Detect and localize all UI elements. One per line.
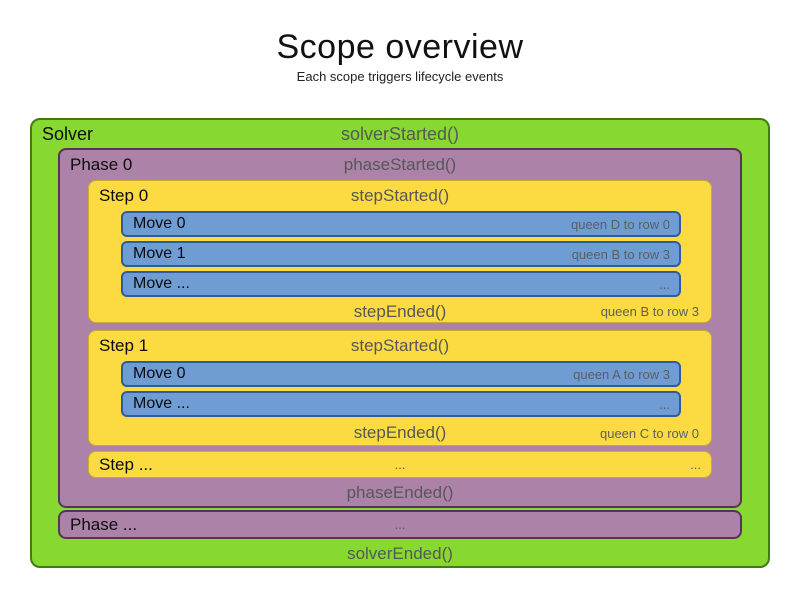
move-row: Move ... ... [121,391,681,417]
move-note: queen D to row 0 [570,216,670,232]
step-0-footer: stepEnded() queen B to row 3 [89,301,711,322]
solver-footer: solverEnded() [32,539,768,568]
phase-0-scope-box: Phase 0 phaseStarted() Step 0 stepStarte… [58,148,742,508]
solver-label: Solver [42,123,94,144]
page-subtitle: Each scope triggers lifecycle events [296,69,504,84]
move-note: queen A to row 3 [573,366,670,382]
solver-scope-box: Solver solverStarted() Phase 0 phaseStar… [30,118,770,568]
step-1-scope-box: Step 1 stepStarted() Move 0 queen A to r… [88,330,712,446]
step-1-footer: stepEnded() queen C to row 0 [89,421,711,445]
step-1-started-event: stepStarted() [350,336,450,355]
step-1-ended-note: queen C to row 0 [599,425,699,441]
phase-ended-event: phaseEnded() [346,483,454,502]
move-note: ... [659,276,670,292]
step-0-ended-note: queen B to row 3 [600,304,699,319]
move-note: ... [659,396,670,412]
move-note: queen B to row 3 [571,246,670,262]
phase-0-header: Phase 0 phaseStarted() [60,150,740,180]
phase-0-label: Phase 0 [70,155,133,174]
solver-ended-event: solverEnded() [347,543,453,563]
step-more-scope-box: Step ... ... ... [88,451,712,478]
move-label: Move 1 [133,245,186,262]
solver-started-event: solverStarted() [340,123,460,144]
move-label: Move 0 [133,365,186,382]
step-0-started-event: stepStarted() [350,186,450,205]
step-more-right-ellipsis: ... [690,457,701,472]
phase-more-center-ellipsis: ... [394,517,406,532]
step-0-label: Step 0 [99,186,149,205]
move-row: Move ... ... [121,271,681,297]
step-1-header: Step 1 stepStarted() [89,331,711,361]
step-more-label: Step ... [99,454,153,474]
move-label: Move ... [133,275,190,292]
solver-header: Solver solverStarted() [32,120,768,148]
phase-more-label: Phase ... [70,514,138,534]
phase-0-footer: phaseEnded() [60,478,740,508]
phase-more-scope-box: Phase ... ... [58,510,742,539]
step-0-header: Step 0 stepStarted() [89,181,711,211]
page-title: Scope overview [276,28,524,66]
move-row: Move 1 queen B to row 3 [121,241,681,267]
step-0-ended-event: stepEnded() [353,301,447,321]
step-more-center-ellipsis: ... [394,457,406,472]
move-row: Move 0 queen D to row 0 [121,211,681,237]
move-label: Move ... [133,395,190,412]
step-0-scope-box: Step 0 stepStarted() Move 0 queen D to r… [88,180,712,323]
move-row: Move 0 queen A to row 3 [121,361,681,387]
phase-started-event: phaseStarted() [343,155,457,174]
step-1-ended-event: stepEnded() [353,423,447,442]
move-label: Move 0 [133,215,186,232]
step-1-label: Step 1 [99,336,149,355]
